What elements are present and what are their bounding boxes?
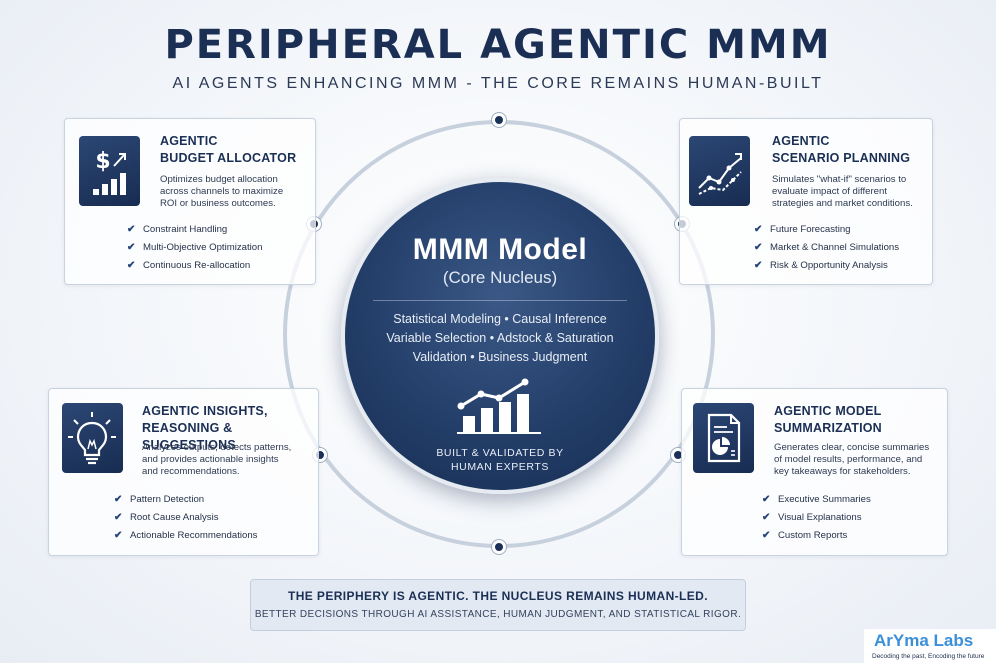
check-icon: ✔ [762,530,771,541]
card-scenario-planning: AGENTIC SCENARIO PLANNING Simulates "wha… [679,118,933,285]
check-icon: ✔ [754,260,763,271]
card-description-3: strategies and market conditions. [772,198,913,209]
check-icon: ✔ [114,512,123,523]
card-bullet: ✔Market & Channel Simulations [754,242,900,253]
check-icon: ✔ [754,224,763,235]
scenario-lines-icon [689,136,750,206]
card-title-line-2: SCENARIO PLANNING [772,151,911,165]
check-icon: ✔ [127,242,136,253]
card-insights-reasoning: AGENTIC INSIGHTS, REASONING & SUGGESTION… [48,388,319,556]
card-description-3: key takeaways for stakeholders. [774,466,911,477]
check-icon: ✔ [127,260,136,271]
core-line-1: Statistical Modeling • Causal Inference [393,312,607,326]
ring-dot-top [492,113,506,127]
card-bullet: ✔Pattern Detection [114,494,205,505]
check-icon: ✔ [762,512,771,523]
core-line-3: Validation • Business Judgment [412,350,588,364]
banner-subline: BETTER DECISIONS THROUGH AI ASSISTANCE, … [254,609,742,620]
core-footer-1: BUILT & VALIDATED BY [436,447,564,459]
card-title-line-1: AGENTIC [160,134,218,148]
card-bullet: ✔Multi-Objective Optimization [127,242,263,253]
card-bullet: ✔Root Cause Analysis [114,512,219,523]
logo-tagline: Decoding the past, Encoding the future [872,653,985,660]
document-report-icon [693,403,754,473]
summary-banner: THE PERIPHERY IS AGENTIC. THE NUCLEUS RE… [250,579,746,631]
card-title-line-2: SUMMARIZATION [774,421,882,435]
card-bullet: ✔Actionable Recommendations [114,530,258,541]
check-icon: ✔ [114,530,123,541]
card-title-line-1: AGENTIC [772,134,830,148]
card-description-2: evaluate impact of different [772,186,888,197]
card-bullet: ✔Executive Summaries [762,494,871,505]
core-footer-2: HUMAN EXPERTS [450,461,550,473]
card-description-3: and recommendations. [142,466,240,477]
check-icon: ✔ [114,494,123,505]
card-bullet: ✔Continuous Re-allocation [127,260,251,271]
svg-text:$: $ [95,149,110,174]
card-description-3: ROI or business outcomes. [160,198,276,209]
check-icon: ✔ [754,242,763,253]
growth-chart-icon [457,378,541,434]
card-title-line-2: REASONING & SUGGESTIONS [142,421,236,452]
core-title: MMM Model [412,233,588,266]
card-title-line-1: AGENTIC INSIGHTS, [142,404,268,418]
check-icon: ✔ [762,494,771,505]
card-description-2: of model results, performance, and [774,454,923,465]
lightbulb-icon [62,403,123,473]
core-line-2: Variable Selection • Adstock & Saturatio… [386,331,614,345]
card-bullet: ✔Visual Explanations [762,512,862,523]
card-description-1: Optimizes budget allocation [160,174,278,185]
ring-dot-bottom [492,540,506,554]
core-divider [373,300,627,301]
card-budget-allocator: $ AGENTIC BUDGET ALLOCATOR Optimizes bud… [64,118,316,285]
card-title-line-1: AGENTIC MODEL [774,404,882,418]
banner-headline: THE PERIPHERY IS AGENTIC. THE NUCLEUS RE… [288,589,708,603]
card-description-2: and provides actionable insights [142,454,279,465]
logo-name: ArYma Labs [874,631,974,650]
card-description-2: across channels to maximize [160,186,284,197]
card-bullet: ✔Constraint Handling [127,224,228,235]
core-subtitle: (Core Nucleus) [442,268,558,287]
brand-logo: ArYma Labs Decoding the past, Encoding t… [864,629,996,663]
card-description-1: Generates clear, concise summaries [774,442,930,453]
core-nucleus: MMM Model (Core Nucleus) Statistical Mod… [341,178,659,494]
card-title-line-2: BUDGET ALLOCATOR [160,151,297,165]
card-bullet: ✔Custom Reports [762,530,848,541]
card-bullet: ✔Risk & Opportunity Analysis [754,260,888,271]
card-model-summarization: AGENTIC MODEL SUMMARIZATION Generates cl… [681,388,948,556]
card-bullet: ✔Future Forecasting [754,224,851,235]
check-icon: ✔ [127,224,136,235]
budget-chart-icon: $ [79,136,140,206]
page-subtitle: AI AGENTS ENHANCING MMM - THE CORE REMAI… [172,75,824,92]
card-description-1: Analyzes outputs, detects patterns, [142,442,292,453]
card-description-1: Simulates "what-if" scenarios to [772,174,907,185]
page-title: PERIPHERAL AGENTIC MMM [164,22,832,68]
